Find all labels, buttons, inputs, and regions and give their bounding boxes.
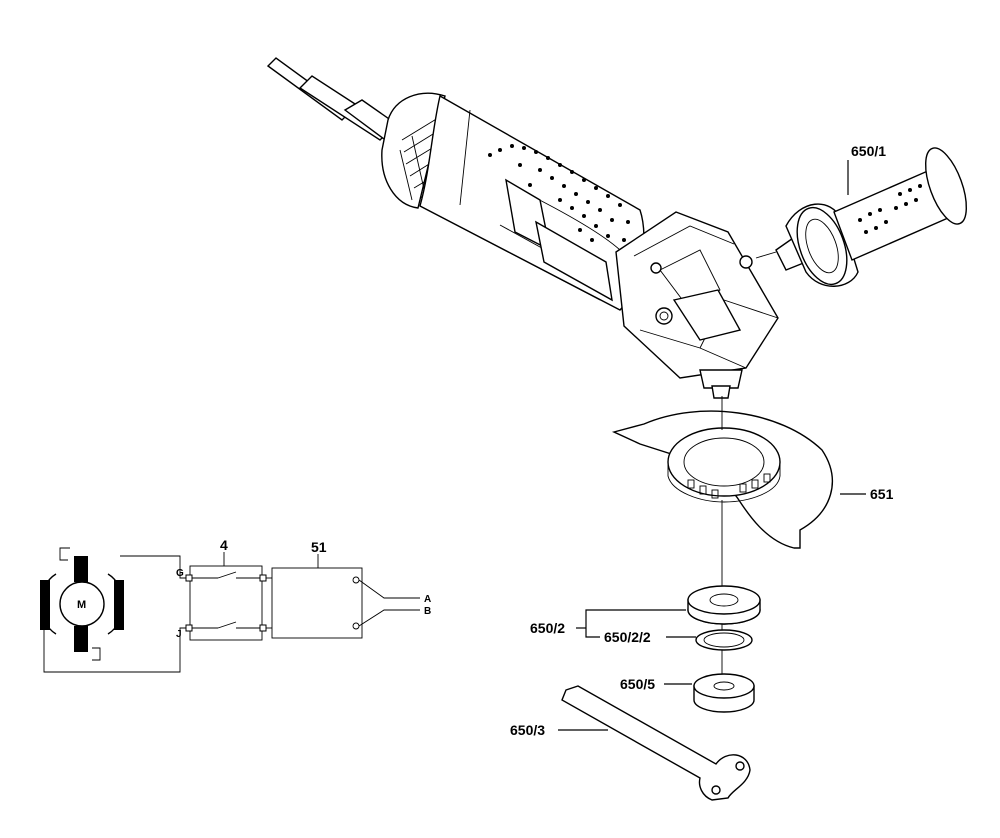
- terminal-g: G: [176, 568, 184, 579]
- terminal-b: B: [424, 606, 431, 617]
- leader-lines: [558, 160, 866, 731]
- motor-icon: M: [40, 556, 124, 652]
- wiring-diagram: M G J A B 4 51: [40, 537, 431, 673]
- terminal-a: A: [424, 594, 431, 605]
- label-651: 651: [870, 486, 894, 502]
- spanner-icon: [561, 685, 751, 801]
- angle-grinder-icon: [266, 57, 779, 399]
- label-650-2: 650/2: [530, 620, 565, 636]
- label-650-3: 650/3: [510, 722, 545, 738]
- flange-icon: [687, 585, 761, 713]
- wheel-guard-icon: [611, 410, 834, 549]
- label-switch-4: 4: [220, 537, 228, 553]
- label-650-1: 650/1: [851, 143, 886, 159]
- label-650-2-2: 650/2/2: [604, 629, 651, 645]
- label-module-51: 51: [311, 539, 327, 555]
- label-650-5: 650/5: [620, 676, 655, 692]
- side-handle-icon: [755, 147, 968, 287]
- terminal-j: J: [176, 629, 182, 640]
- motor-label: M: [77, 599, 86, 611]
